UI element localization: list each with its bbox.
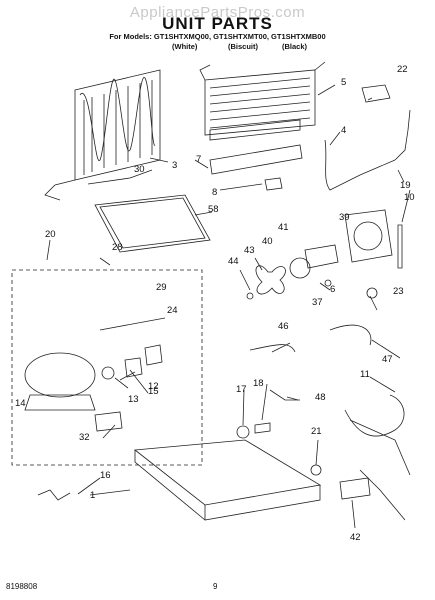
watermark: AppliancePartsPros.com — [129, 4, 306, 21]
callout-20: 20 — [45, 229, 56, 240]
callout-18: 18 — [253, 378, 264, 389]
tube-46 — [249, 344, 296, 353]
callout-40: 40 — [262, 236, 273, 247]
callout-39: 39 — [339, 212, 350, 223]
callout-44: 44 — [228, 256, 239, 267]
callout-48: 48 — [315, 392, 326, 403]
callout-24: 24 — [167, 305, 178, 316]
callout-16: 16 — [100, 470, 111, 481]
callout-42: 42 — [350, 532, 361, 543]
drain-tube — [87, 177, 131, 185]
defrost-heater-part — [361, 84, 391, 103]
callout-1: 1 — [90, 490, 95, 501]
drain-pan — [94, 194, 211, 253]
callout-12: 12 — [148, 381, 159, 392]
callout-21: 21 — [311, 426, 322, 437]
callout-15: 15 — [148, 386, 159, 397]
variant-black: (Black) — [282, 42, 308, 51]
screw — [254, 422, 271, 434]
grommet — [236, 425, 250, 439]
nut — [366, 287, 378, 299]
page-title: UNIT PARTS — [162, 14, 273, 33]
wire-clip — [37, 489, 71, 501]
callout-labels: 1 3 4 5 6 7 8 10 11 12 13 14 15 16 17 18… — [15, 64, 415, 543]
callout-7: 7 — [196, 154, 201, 165]
compressor-kit-outline — [11, 269, 203, 466]
tube-48 — [269, 389, 300, 401]
heater-lead — [324, 139, 396, 191]
callout-58: 58 — [208, 204, 219, 215]
callout-4: 4 — [341, 125, 346, 136]
base-plate — [133, 439, 322, 506]
callout-29: 29 — [156, 282, 167, 293]
variant-biscuit: (Biscuit) — [228, 42, 258, 51]
callout-47: 47 — [382, 354, 393, 365]
variant-white: (White) — [172, 42, 198, 51]
callout-46: 46 — [278, 321, 289, 332]
evaporator — [199, 61, 326, 141]
compressor — [24, 352, 96, 398]
callout-14: 14 — [15, 398, 26, 409]
callout-3: 3 — [172, 160, 177, 171]
callout-17: 17 — [236, 384, 247, 395]
callout-10: 10 — [404, 192, 415, 203]
bracket — [264, 177, 283, 191]
tube-47 — [329, 324, 372, 346]
callout-22: 22 — [397, 64, 408, 75]
callout-43: 43 — [244, 245, 255, 256]
drain-trough — [209, 144, 303, 175]
callout-37: 37 — [312, 297, 323, 308]
callout-13: 13 — [128, 394, 139, 405]
callout-41: 41 — [278, 222, 289, 233]
harness-wire — [394, 109, 411, 161]
relay-tube — [99, 317, 166, 331]
callout-23: 23 — [393, 286, 404, 297]
document-number: 8198808 — [6, 582, 38, 591]
condenser-coil — [44, 69, 161, 201]
callout-30: 30 — [134, 164, 145, 175]
wiring-harness — [344, 394, 411, 521]
models-line: For Models: GT1SHTXMQ00, GT1SHTXMT00, GT… — [109, 32, 326, 41]
callout-19: 19 — [400, 180, 411, 191]
fan-shroud — [344, 209, 393, 263]
page-number: 9 — [213, 582, 218, 591]
fan-blade — [255, 265, 286, 295]
callout-5: 5 — [341, 77, 346, 88]
callout-28: 28 — [112, 242, 123, 253]
strip — [397, 224, 403, 269]
callout-32: 32 — [79, 432, 90, 443]
callout-8: 8 — [212, 187, 217, 198]
nut-21 — [310, 464, 322, 476]
callout-6: 6 — [330, 284, 335, 295]
callout-11: 11 — [360, 369, 370, 380]
